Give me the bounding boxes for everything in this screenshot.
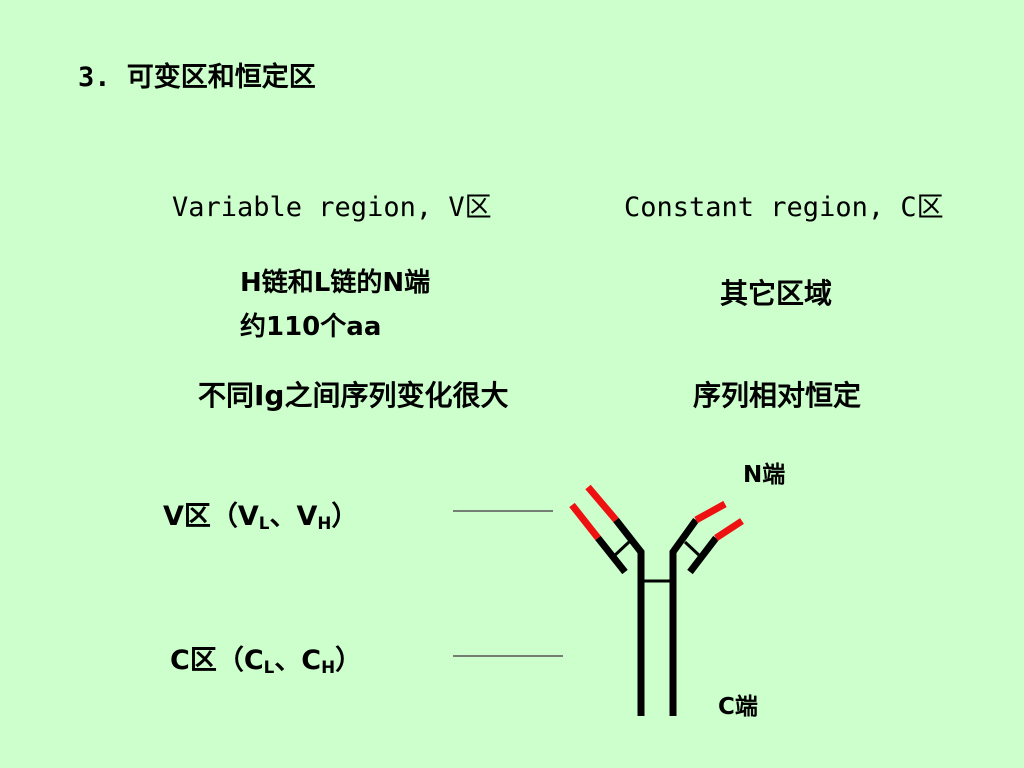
c-label-sub-l: L — [263, 657, 275, 678]
variable-desc-line1: H链和L链的N端 — [240, 268, 431, 298]
constant-region-heading: Constant region, C区 — [624, 192, 944, 223]
variable-region-heading: Variable region, V区 — [172, 192, 492, 223]
hl-bond-right — [683, 540, 703, 559]
hl-bond-left — [611, 540, 631, 559]
vh-segment-right — [694, 500, 727, 524]
c-label-suffix: ） — [335, 645, 363, 676]
vl-segment-right — [714, 518, 744, 541]
c-terminal-label: C端 — [718, 694, 758, 720]
constant-note: 序列相对恒定 — [693, 379, 862, 412]
v-label-sub-l: L — [258, 513, 270, 534]
c-label-sub-h: H — [321, 657, 336, 678]
v-label-sub-h: H — [317, 513, 332, 534]
v-label-mid: 、V — [269, 501, 318, 532]
vh-segment-left — [585, 484, 619, 523]
n-terminal-label: N端 — [743, 462, 786, 488]
c-label-mid: 、C — [274, 645, 322, 676]
c-region-label: C区（CL、CH） — [170, 645, 363, 678]
variable-desc-line2: 约110个aa — [240, 312, 382, 342]
heavy-chain-left — [613, 517, 645, 716]
page-title: 3. 可变区和恒定区 — [78, 62, 316, 93]
vl-segment-left — [569, 502, 601, 541]
v-label-suffix: ） — [331, 501, 359, 532]
constant-desc: 其它区域 — [720, 277, 833, 310]
heavy-chain-right — [669, 517, 699, 716]
variable-note: 不同Ig之间序列变化很大 — [198, 379, 509, 412]
c-label-prefix: C区（C — [170, 645, 264, 676]
light-chain-right — [687, 535, 719, 575]
v-region-label: V区（VL、VH） — [163, 501, 359, 534]
v-label-prefix: V区（V — [163, 501, 259, 532]
light-chain-left — [595, 535, 628, 575]
